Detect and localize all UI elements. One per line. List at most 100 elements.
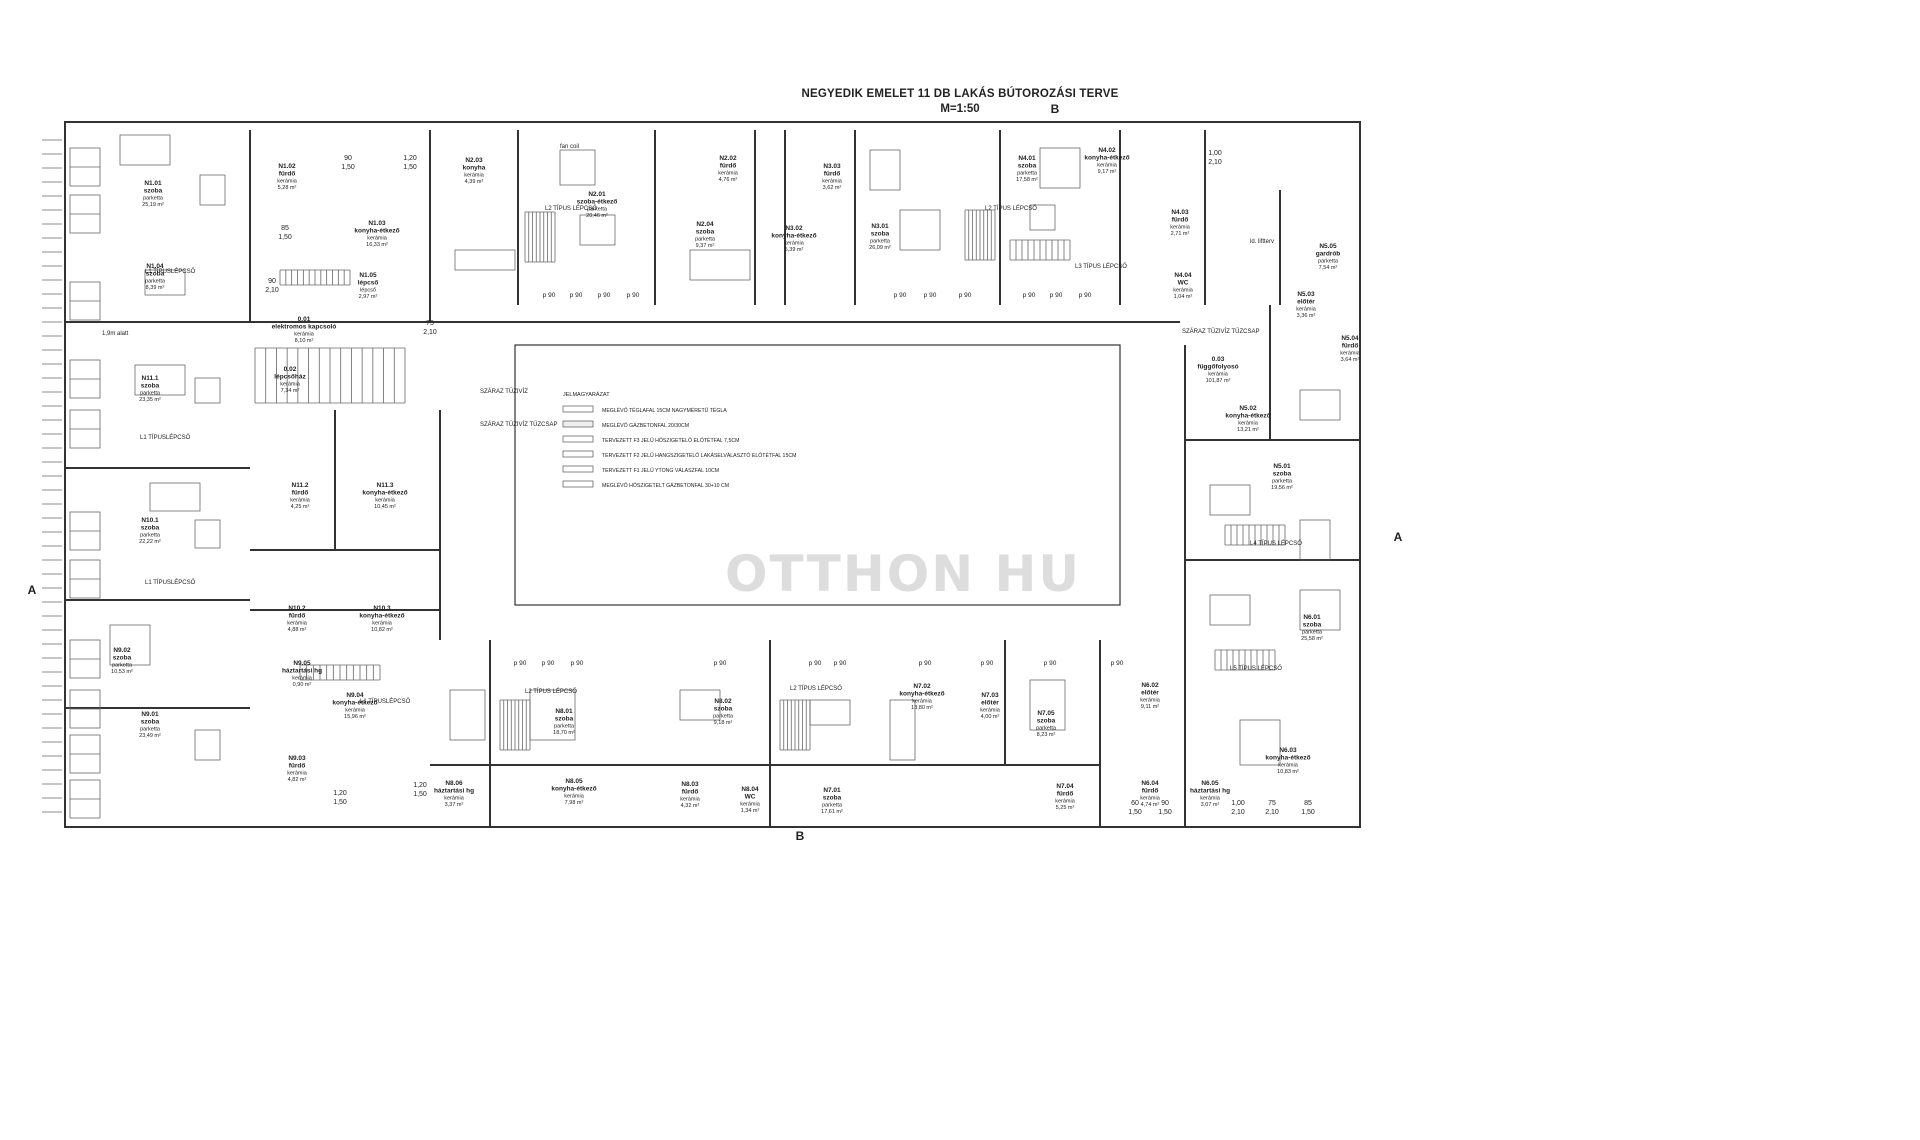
furniture-piece (1299, 519, 1331, 561)
room-area: 1,04 m² (1174, 294, 1193, 300)
furniture-piece (559, 149, 596, 186)
door-dimension-width: 1,20 (413, 782, 427, 789)
room-area: 13,21 m² (1237, 427, 1259, 433)
room-id: N1.03 (368, 220, 386, 227)
door-dimension-height: 1,50 (1301, 809, 1315, 816)
room-id: N9.05 (293, 660, 311, 667)
room-floor: kerámia (367, 236, 388, 242)
room-id: N7.01 (823, 787, 841, 794)
room-id: N3.03 (823, 163, 841, 170)
window-dimension: p 90 (1050, 292, 1063, 299)
annotation: L1 TÍPUSLÉPCSŐ (145, 268, 196, 275)
room-floor: parketta (140, 727, 161, 733)
room-floor: parketta (1318, 259, 1339, 265)
room-name: szoba (555, 716, 574, 723)
room-area: 10,82 m² (371, 627, 393, 633)
legend-item: TERVEZETT F3 JELŰ HŐSZIGETELŐ ELŐTÉTFAL … (602, 437, 739, 444)
annotation: ld. liftterv (1250, 239, 1274, 245)
room-id: N7.05 (1037, 710, 1055, 717)
window-dimension: p 90 (924, 292, 937, 299)
room-area: 101,87 m² (1206, 378, 1231, 384)
furniture-piece (134, 364, 186, 396)
annotation: SZÁRAZ TŰZIVÍZ (480, 388, 528, 395)
room-area: 17,61 m² (821, 809, 843, 815)
room-area: 4,88 m² (288, 627, 307, 633)
room-floor: kerámia (287, 771, 308, 777)
room-name: fürdő (1172, 217, 1189, 224)
window-dimension: p 90 (571, 660, 584, 667)
room-floor: kerámia (1170, 225, 1191, 231)
furniture-piece (1029, 679, 1066, 731)
room-area: 16,33 m² (366, 242, 388, 248)
room-floor: parketta (554, 724, 575, 730)
room-id: N1.02 (278, 163, 296, 170)
door-dimension-width: 85 (281, 225, 289, 232)
room-name: fürdő (824, 171, 841, 178)
room-name: gardrób (1316, 251, 1341, 258)
room-floor: kerámia (1208, 372, 1229, 378)
room-name: szoba (141, 383, 160, 390)
furniture-piece (119, 134, 171, 166)
room-floor: kerámia (980, 708, 1001, 714)
room-floor: kerámia (294, 332, 315, 338)
door-dimension-width: 90 (344, 155, 352, 162)
room-area: 4,39 m² (465, 179, 484, 185)
furniture-piece (1299, 389, 1341, 421)
room-floor: kerámia (277, 179, 298, 185)
room-name: elektromos kapcsoló (272, 324, 337, 331)
room-floor: kerámia (718, 171, 739, 177)
room-area: 5,25 m² (1056, 805, 1075, 811)
door-dimension-width: 1,20 (403, 155, 417, 162)
room-area: 8,10 m² (295, 338, 314, 344)
room-name: konyha-étkező (332, 700, 377, 707)
furniture-piece (1209, 594, 1251, 626)
window-dimension: p 90 (981, 660, 994, 667)
legend-swatch (562, 405, 594, 413)
section-mark: B (796, 829, 805, 843)
furniture-piece (869, 149, 901, 191)
legend-swatch (562, 465, 594, 473)
furniture-piece (529, 689, 576, 741)
room-area: 7,54 m² (1319, 265, 1338, 271)
annotation: L2 TÍPUS LÉPCSŐ (545, 205, 597, 212)
courtyard-void (514, 344, 1121, 606)
room-id: N3.02 (785, 225, 803, 232)
legend-item: MEGLÉVŐ GÁZBETONFAL 20/30CM (602, 422, 689, 429)
room-id: N11.3 (377, 482, 394, 489)
furniture-piece (144, 269, 186, 296)
room-name: lépcsőház (274, 374, 306, 381)
room-floor: parketta (140, 391, 161, 397)
furniture-piece (679, 689, 721, 721)
room-name: szoba (1018, 163, 1037, 170)
room-id: N7.04 (1056, 783, 1074, 790)
room-area: 20,46 m² (586, 213, 608, 219)
room-area: 4,74 m² (1141, 802, 1160, 808)
annotation: L4 TÍPUS LÉPCSŐ (1250, 540, 1302, 547)
room-floor: kerámia (345, 708, 366, 714)
room-floor: kerámia (375, 498, 396, 504)
legend-title: JELMAGYARÁZAT (563, 391, 610, 398)
window-dimension: p 90 (714, 660, 727, 667)
room-floor: parketta (145, 279, 166, 285)
thin-lines (42, 139, 1286, 819)
room-name: fürdő (1057, 791, 1074, 798)
room-id: N7.02 (913, 683, 931, 690)
room-id: N6.05 (1201, 780, 1219, 787)
room-area: 18,70 m² (553, 730, 575, 736)
room-name: előtér (1297, 299, 1315, 306)
